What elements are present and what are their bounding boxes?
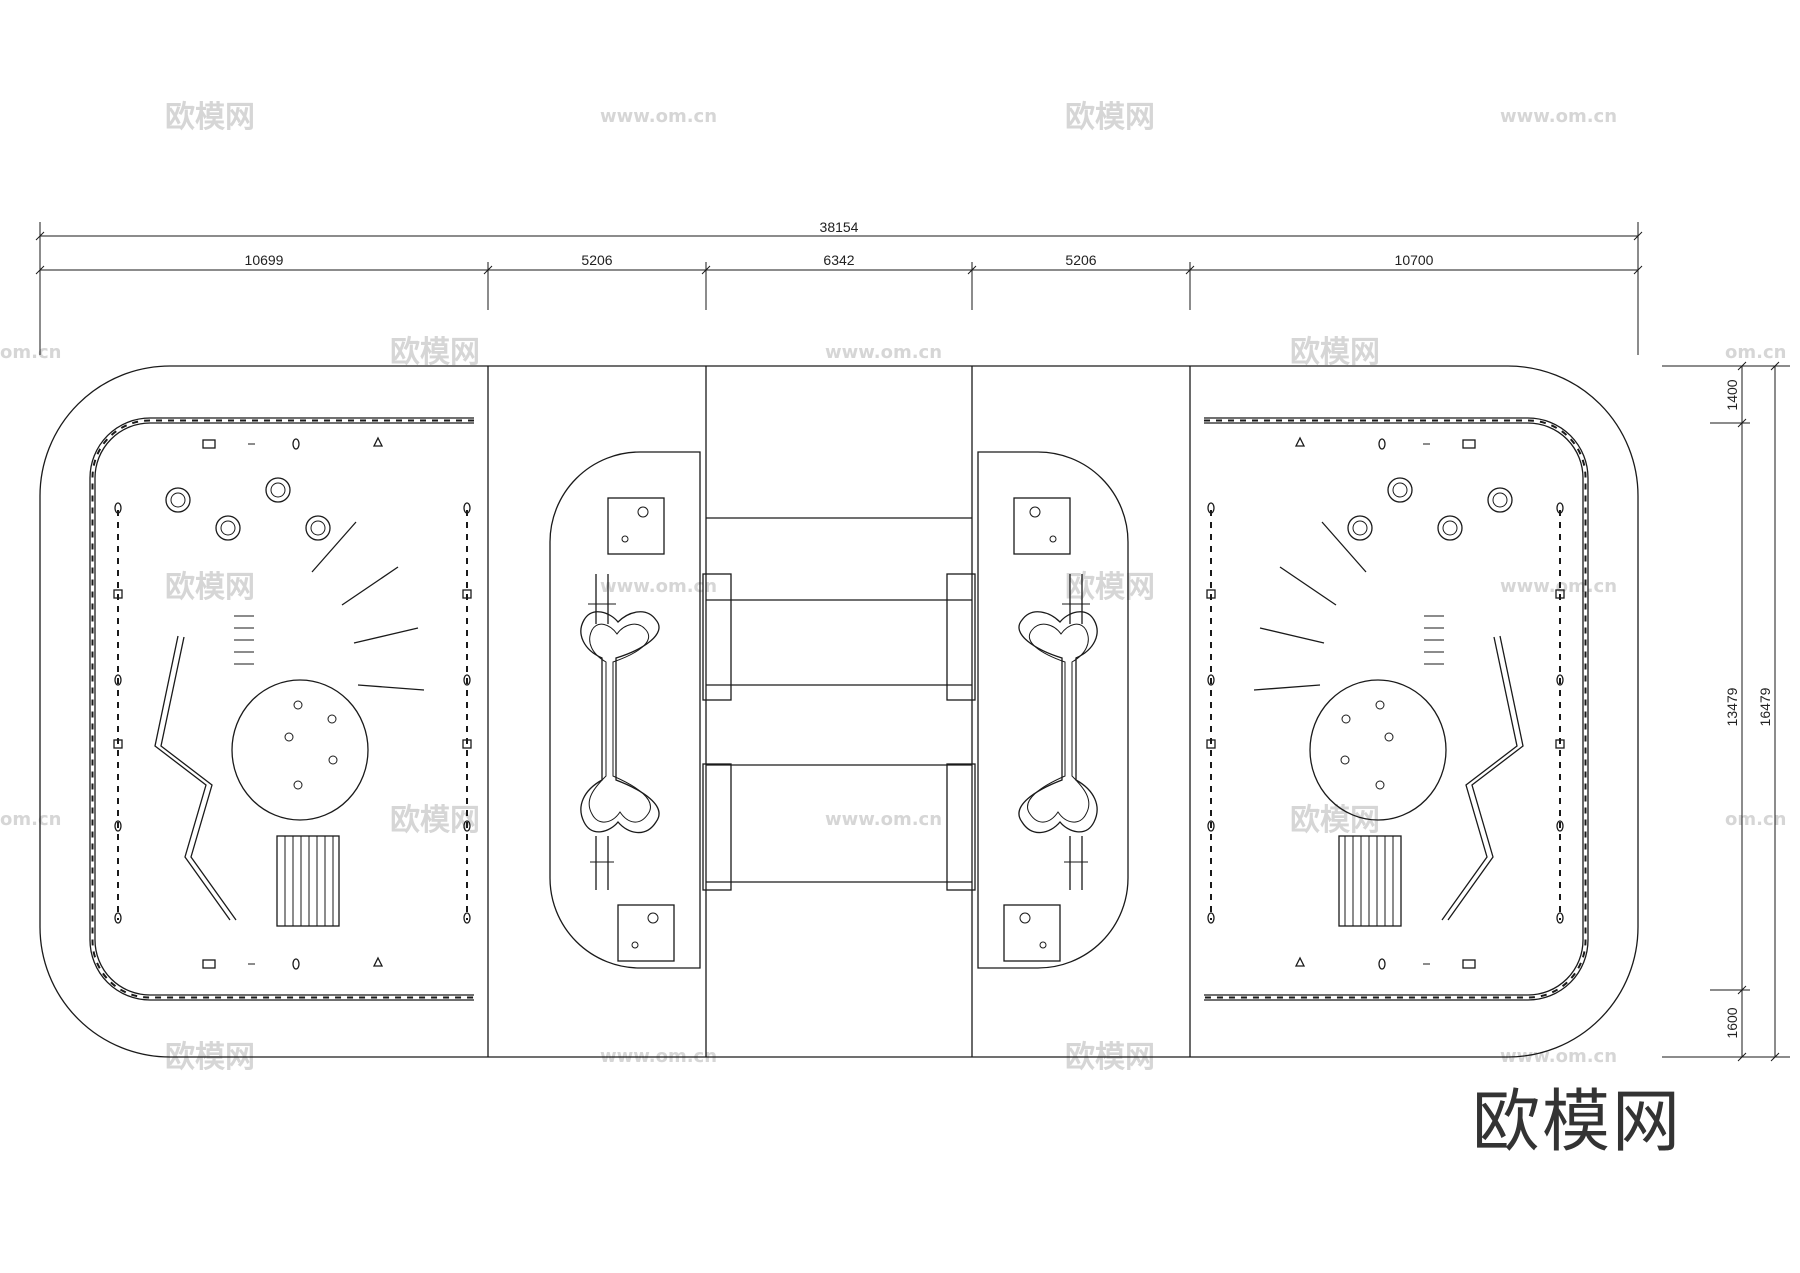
watermark-url: om.cn <box>0 342 61 363</box>
brand-logo-text: 欧模网 <box>1472 1083 1682 1162</box>
bridge-post <box>702 763 732 891</box>
sand-pit <box>231 679 369 821</box>
watermark-url: om.cn <box>1725 809 1786 830</box>
bridge-post <box>946 573 976 701</box>
watermark-logo: 欧模网 <box>390 335 480 370</box>
watermark-url: www.om.cn <box>1500 1046 1617 1067</box>
zigzag-balance-beam <box>154 635 231 921</box>
watermark-logo: 欧模网 <box>165 570 255 605</box>
sand-pit <box>1309 679 1447 821</box>
marker-icon <box>202 436 384 970</box>
segment-width-label: 5206 <box>1065 252 1096 268</box>
watermark-url: www.om.cn <box>600 106 717 127</box>
top-margin-label: 1400 <box>1724 379 1740 410</box>
watermark-logo: 欧模网 <box>1065 100 1155 135</box>
agility-poles <box>1253 521 1367 691</box>
right-dimension-lines: 1400 13479 1600 16479 <box>1662 361 1790 1062</box>
overall-height-label: 16479 <box>1757 687 1773 726</box>
stepping-stones <box>1347 477 1513 541</box>
inner-height-label: 13479 <box>1724 687 1740 726</box>
fence-posts <box>113 502 472 924</box>
bone-shaped-track <box>580 611 660 834</box>
watermark-url: www.om.cn <box>825 809 942 830</box>
marker-icon <box>1294 436 1476 970</box>
planter-box <box>607 497 1071 962</box>
watermark-logo: 欧模网 <box>1065 570 1155 605</box>
segment-width-label: 6342 <box>823 252 854 268</box>
ramp-steps <box>276 835 340 927</box>
watermark-logo: 欧模网 <box>390 803 480 838</box>
right-play-area <box>1204 417 1589 1001</box>
bridge-post <box>946 763 976 891</box>
watermark-logo: 欧模网 <box>1290 803 1380 838</box>
bridge-post <box>702 573 732 701</box>
weave-markers <box>234 615 254 665</box>
site-outline <box>39 365 1639 1058</box>
watermark-url: www.om.cn <box>825 342 942 363</box>
watermark-url: www.om.cn <box>1500 106 1617 127</box>
weave-markers <box>1424 615 1444 665</box>
zigzag-balance-beam <box>1447 635 1524 921</box>
segment-width-label: 10699 <box>245 252 284 268</box>
watermark-url: www.om.cn <box>600 576 717 597</box>
watermark-url: om.cn <box>1725 342 1786 363</box>
watermark-layer: 欧模网 www.om.cn 欧模网 www.om.cn om.cn 欧模网 ww… <box>0 100 1786 1075</box>
center-zone <box>549 451 1129 969</box>
agility-poles <box>311 521 425 691</box>
watermark-logo: 欧模网 <box>1290 335 1380 370</box>
segment-width-label: 5206 <box>581 252 612 268</box>
ramp-steps <box>1338 835 1402 927</box>
fence-posts <box>1206 502 1565 924</box>
overall-width-label: 38154 <box>820 219 859 235</box>
bottom-margin-label: 1600 <box>1724 1007 1740 1038</box>
pole-fixtures <box>588 574 1090 890</box>
left-play-area <box>89 417 474 1001</box>
watermark-url: www.om.cn <box>1500 576 1617 597</box>
segment-width-label: 10700 <box>1395 252 1434 268</box>
stepping-stones <box>165 477 331 541</box>
watermark-url: om.cn <box>0 809 61 830</box>
top-dimension-lines: 38154 10699 5206 6342 5206 10700 <box>35 219 1643 355</box>
bone-shaped-track <box>1018 611 1098 834</box>
watermark-logo: 欧模网 <box>165 100 255 135</box>
